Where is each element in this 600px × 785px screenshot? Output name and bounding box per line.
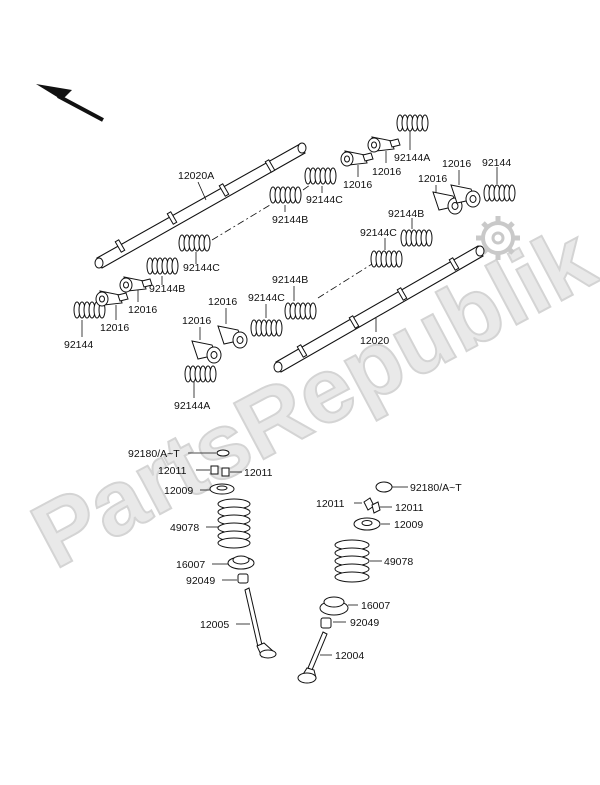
rocker-12016-c xyxy=(340,150,374,167)
label-12016-e: 12016 xyxy=(182,315,211,327)
label-92144B-mid: 92144B xyxy=(272,214,308,226)
label-92144B-left: 92144B xyxy=(149,283,185,295)
spring-92144B-right xyxy=(400,229,433,247)
camshaft-12020A xyxy=(94,142,307,269)
label-16007-right: 16007 xyxy=(361,600,390,612)
label-49078-left: 49078 xyxy=(170,522,199,534)
label-12009-right: 12009 xyxy=(394,519,423,531)
rocker-12016-a xyxy=(95,290,129,307)
spring-92144B-mid xyxy=(269,186,302,204)
label-92144C-mid: 92144C xyxy=(306,194,343,206)
label-12020: 12020 xyxy=(360,335,389,347)
cotters-left xyxy=(210,465,230,477)
label-92144C-left: 92144C xyxy=(183,262,220,274)
label-92144A-top: 92144A xyxy=(394,152,430,164)
valve-spring-right xyxy=(334,539,370,583)
label-92144-left: 92144 xyxy=(64,339,93,351)
spring-seat-left xyxy=(227,555,255,570)
label-12016-a: 12016 xyxy=(100,322,129,334)
valve-exhaust-12004 xyxy=(297,631,328,684)
label-12016-d: 12016 xyxy=(372,166,401,178)
spring-92144C-right xyxy=(370,250,403,268)
spring-92144-right xyxy=(483,184,516,202)
valve-spring-left xyxy=(217,498,251,549)
rocker-12016-f xyxy=(217,325,248,349)
label-92049-left: 92049 xyxy=(186,575,215,587)
rocker-12016-b xyxy=(119,276,153,293)
shim-left xyxy=(216,449,230,457)
valve-intake-12005 xyxy=(244,587,277,659)
label-49078-right: 49078 xyxy=(384,556,413,568)
rocker-12016-d xyxy=(367,136,401,153)
spring-92144C-left xyxy=(178,234,211,252)
label-92144B-low: 92144B xyxy=(272,274,308,286)
spring-seat-right xyxy=(319,596,349,616)
valve-seal-right xyxy=(320,617,332,629)
retainer-left xyxy=(209,483,235,495)
label-92144A-bottom: 92144A xyxy=(174,400,210,412)
label-92049-right: 92049 xyxy=(350,617,379,629)
label-16007-left: 16007 xyxy=(176,559,205,571)
label-12004: 12004 xyxy=(335,650,364,662)
label-92180-left: 92180/A~T xyxy=(128,448,180,460)
label-12009-left: 12009 xyxy=(164,485,193,497)
label-12011-right-a: 12011 xyxy=(316,498,345,510)
label-92144-right: 92144 xyxy=(482,157,511,169)
front-direction-arrow-icon xyxy=(36,84,104,122)
rocker-12016-e xyxy=(191,340,222,364)
spring-92144C-low xyxy=(250,319,283,337)
label-12005: 12005 xyxy=(200,619,229,631)
label-12016-b: 12016 xyxy=(128,304,157,316)
label-12011-right-b: 12011 xyxy=(395,502,424,514)
spring-92144A-bottom xyxy=(184,365,217,383)
camshaft-12020 xyxy=(273,245,485,373)
label-92180-right: 92180/A~T xyxy=(410,482,462,494)
valve-seal-left xyxy=(237,573,249,584)
spring-92144B-low xyxy=(284,302,317,320)
label-92144B-right: 92144B xyxy=(388,208,424,220)
label-12020A: 12020A xyxy=(178,170,214,182)
label-12016-f: 12016 xyxy=(208,296,237,308)
label-92144C-right: 92144C xyxy=(360,227,397,239)
spring-92144B-left xyxy=(146,257,179,275)
spring-92144A-top xyxy=(396,114,429,132)
shim-right xyxy=(375,481,393,493)
cotters-right xyxy=(363,497,381,514)
spring-92144C-mid xyxy=(304,167,337,185)
label-92144C-low: 92144C xyxy=(248,292,285,304)
label-12011-left-a: 12011 xyxy=(158,465,187,477)
label-12011-left-b: 12011 xyxy=(244,467,273,479)
label-12016-g: 12016 xyxy=(418,173,447,185)
retainer-right xyxy=(353,517,381,531)
label-12016-h: 12016 xyxy=(442,158,471,170)
label-12016-c: 12016 xyxy=(343,179,372,191)
